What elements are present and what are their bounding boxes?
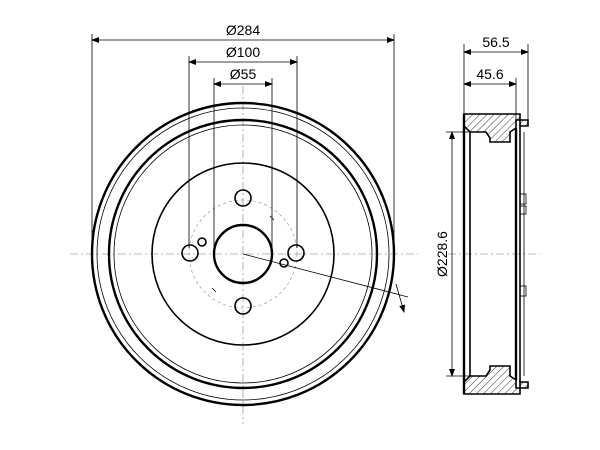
front-view: Ø284 Ø100 Ø55 xyxy=(70,22,418,424)
dim-braking-surface-label: Ø228.6 xyxy=(434,231,450,277)
dim-center-bore-label: Ø55 xyxy=(230,66,257,82)
braking-surface-outer xyxy=(107,118,379,390)
bolt-circle-mark xyxy=(211,287,217,293)
hub-face xyxy=(151,162,335,346)
side-section-view: Ø228.6 56.5 45.6 xyxy=(434,34,540,395)
hub-bolt-stud-bottom xyxy=(519,285,527,297)
bolt-hole-right xyxy=(287,244,305,262)
bolt-hole-left xyxy=(181,244,199,262)
hub-bolt-stud-mid xyxy=(519,205,527,215)
dim-inner-height-label: 45.6 xyxy=(476,66,503,82)
section-hatch-bottom xyxy=(463,365,529,395)
dim-bolt-circle-label: Ø100 xyxy=(226,44,260,60)
section-angle-arrow xyxy=(395,283,405,313)
section-hatch-top xyxy=(463,113,529,143)
hub-bolt-stud-top xyxy=(519,193,527,205)
locator-hole-right xyxy=(279,258,289,268)
dim-outer-diameter-label: Ø284 xyxy=(226,22,260,38)
braking-surface-inner xyxy=(113,124,373,384)
bolt-circle xyxy=(188,199,298,309)
bolt-hole-bottom xyxy=(234,297,252,315)
dim-overall-height-label: 56.5 xyxy=(482,34,509,50)
bolt-hole-top xyxy=(234,189,252,207)
locator-hole-left xyxy=(197,237,207,247)
section-angle-line xyxy=(242,253,409,298)
drum-rim-ring xyxy=(96,107,390,401)
